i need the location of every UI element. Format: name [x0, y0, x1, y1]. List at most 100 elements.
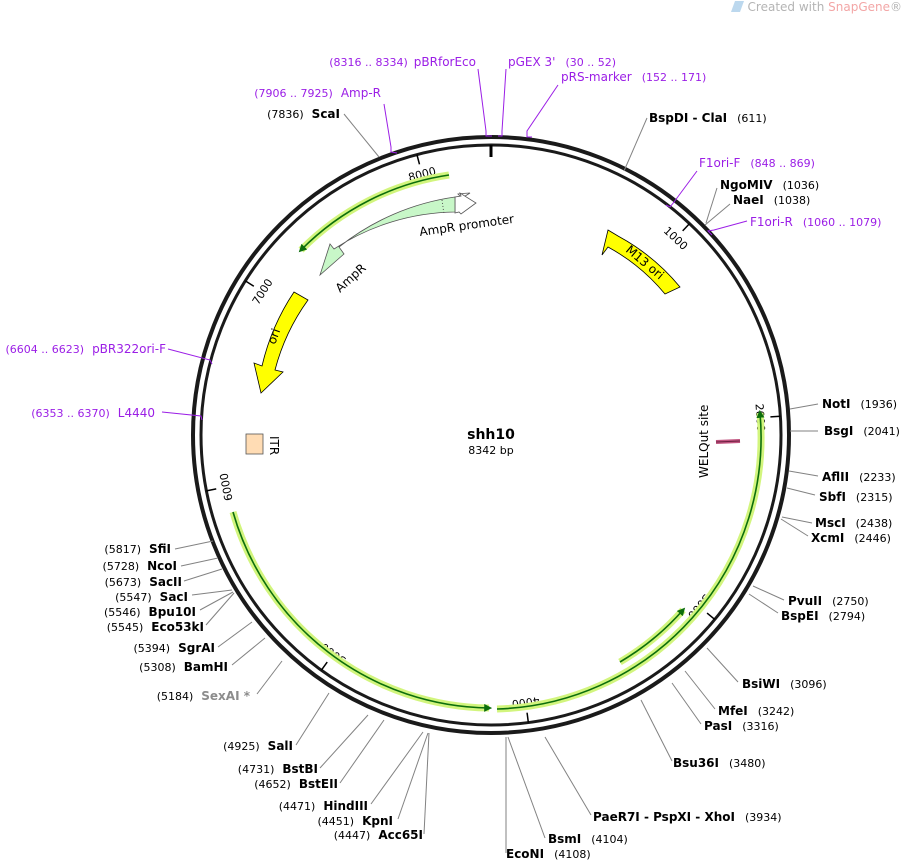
site-label-hindiii: (4471)HindIII	[279, 799, 368, 813]
site-leaders	[174, 113, 819, 853]
orf-right	[496, 409, 765, 710]
site-leader-sali	[295, 692, 330, 746]
site-label-bsteii: (4652)BstEII	[254, 777, 338, 791]
primer-leader-ampr	[383, 103, 398, 154]
site-leader-bamhi	[231, 637, 266, 666]
site-label-bsu36i: Bsu36I(3480)	[673, 756, 766, 770]
site-labels-left: (4447)Acc65I (4451)KpnI (4471)HindIII (4…	[103, 107, 423, 842]
site-leader-bsteii	[339, 719, 385, 784]
site-labels-right: BspDI - ClaI(611) NgoMIV(1036) NaeI(1038…	[506, 111, 900, 861]
site-leader-bsiwi	[706, 647, 739, 683]
site-label-ngomiv: NgoMIV(1036)	[720, 178, 819, 192]
watermark-prefix: Created with	[747, 0, 829, 14]
site-leader-bsmi	[507, 736, 546, 839]
primer-leader-pbr322	[167, 348, 213, 365]
site-leader-ncoi	[180, 557, 219, 567]
site-label-sexai: (5184)SexAI *	[157, 689, 251, 703]
site-label-acc65i: (4447)Acc65I	[334, 828, 423, 842]
site-leader-sfii	[174, 540, 214, 550]
site-leader-pvuii	[752, 585, 785, 601]
site-leader-sexai	[256, 660, 283, 695]
feature-ampr-promoter-label: AmpR promoter	[418, 212, 514, 239]
feature-ori-label: ori	[265, 327, 283, 346]
primer-label-f1ori-r: F1ori-R(1060 .. 1079)	[750, 215, 881, 229]
primer-label-pbrforeco: (8316 .. 8334)pBRforEco	[329, 55, 476, 69]
plasmid-length: 8342 bp	[468, 444, 513, 457]
feature-itr	[245, 433, 264, 455]
site-label-naei: NaeI(1038)	[733, 193, 810, 207]
snapgene-watermark: Created with SnapGene®	[730, 0, 902, 14]
orf-top	[298, 174, 450, 253]
feature-m13-ori	[601, 229, 681, 295]
primer-label-pbr322: (6604 .. 6623)pBR322ori-F	[6, 342, 167, 356]
site-leader-noti	[789, 403, 819, 410]
site-label-sbfi: SbfI(2315)	[819, 490, 893, 504]
watermark-brand: SnapGene	[828, 0, 890, 14]
primer-labels: (8316 .. 8334)pBRforEco pGEX 3'(30 .. 52…	[6, 55, 882, 420]
site-leader-kpni	[397, 732, 429, 820]
site-label-saci: (5547)SacI	[115, 590, 188, 604]
primer-leader-f1ori-f	[665, 170, 698, 208]
site-leader-sacii	[183, 568, 223, 582]
site-leader-bspei	[748, 593, 779, 614]
site-label-bamhi: (5308)BamHI	[139, 660, 228, 674]
site-label-ncoi: (5728)NcoI	[103, 559, 177, 573]
site-leader-eco53ki	[205, 592, 235, 626]
site-label-econi: EcoNI(4108)	[506, 847, 591, 861]
primer-leader-f1ori-r	[706, 220, 748, 236]
feature-welqut-label: WELQut site	[697, 405, 711, 478]
site-label-eco53ki: (5545)Eco53kI	[107, 620, 204, 634]
site-label-scai: (7836)ScaI	[267, 107, 340, 121]
site-leader-ngomiv	[705, 187, 718, 224]
site-label-sgrai: (5394)SgrAI	[134, 641, 215, 655]
feature-ori	[253, 291, 309, 394]
site-label-pvuii: PvuII(2750)	[788, 594, 869, 608]
site-leader-xcmi	[780, 518, 809, 537]
site-leader-aflii	[788, 470, 819, 477]
site-leader-saci	[191, 589, 233, 596]
plasmid-name: shh10	[467, 427, 515, 443]
site-label-aflii: AflII(2233)	[822, 470, 896, 484]
feature-itr-label: ITR	[267, 436, 281, 455]
primer-leader-prs	[526, 84, 559, 138]
feature-ampr-promoter	[454, 192, 477, 215]
site-leader-acc65i	[423, 732, 430, 835]
site-leader-bpu10i	[199, 591, 234, 611]
site-leader-naei	[704, 203, 731, 226]
site-label-bstbi: (4731)BstBI	[238, 762, 318, 776]
backbone-outer	[191, 135, 791, 735]
site-leader-sbfi	[786, 487, 816, 496]
site-label-sali: (4925)SalI	[223, 739, 293, 753]
orf-arcs	[229, 171, 765, 713]
primer-label-prs: pRS-marker(152 .. 171)	[561, 70, 706, 84]
feature-welqut-core	[715, 440, 741, 443]
primer-leaders	[161, 68, 748, 421]
site-label-bsgi: BsgI(2041)	[824, 424, 900, 438]
site-label-xcmi: XcmI(2446)	[811, 531, 891, 545]
primer-leader-pbrforeco	[477, 68, 492, 137]
feature-ampr-label: AmpR	[333, 261, 369, 295]
site-label-sacii: (5673)SacII	[105, 575, 182, 589]
site-leader-bsu36i	[640, 699, 673, 762]
site-label-kpni: (4451)KpnI	[318, 814, 393, 828]
site-leader-hindiii	[370, 731, 424, 805]
site-label-sfii: (5817)SfiI	[104, 542, 171, 556]
orf-lower-left	[232, 511, 493, 712]
site-label-mfei: MfeI(3242)	[718, 704, 794, 718]
watermark-suffix: ®	[890, 0, 902, 14]
primer-leader-pgex	[498, 68, 507, 137]
backbone	[191, 135, 791, 735]
site-label-bsmi: BsmI(4104)	[548, 832, 628, 846]
tick-6000: 6000	[217, 472, 235, 502]
primer-label-pgex: pGEX 3'(30 .. 52)	[508, 55, 616, 69]
site-leader-pasi	[671, 682, 702, 725]
site-label-xhoi: PaeR7I - PspXI - XhoI(3934)	[593, 810, 782, 824]
feature-ampr	[319, 196, 456, 277]
primer-label-f1ori-f: F1ori-F(848 .. 869)	[699, 156, 815, 170]
feature-m13-ori-label: M13 ori	[623, 243, 667, 283]
site-label-bpu10i: (5546)Bpu10I	[104, 605, 196, 619]
orf-inner	[619, 607, 686, 663]
site-leader-xhoi	[544, 736, 592, 816]
site-leader-bstbi	[319, 714, 369, 769]
